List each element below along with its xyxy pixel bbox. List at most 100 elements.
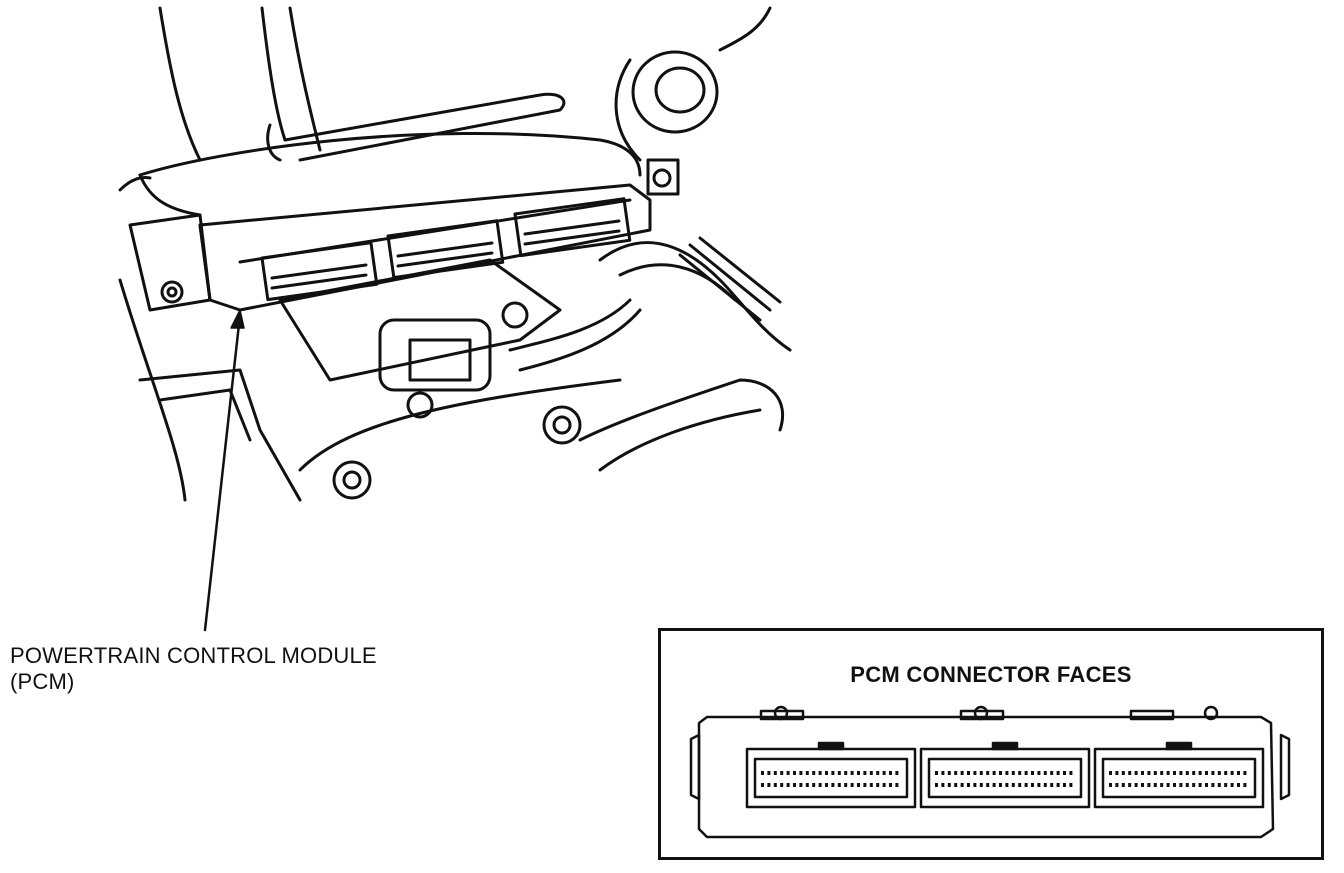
connector-pin xyxy=(825,783,828,787)
connector-pin xyxy=(1134,771,1138,775)
connector-pin xyxy=(780,771,784,775)
connector-pin xyxy=(805,771,809,775)
connector-pin xyxy=(1230,771,1234,775)
connector-pin xyxy=(992,783,996,787)
pcm-label-line1: POWERTRAIN CONTROL MODULE xyxy=(10,643,377,668)
connector-pin xyxy=(1224,783,1228,787)
connector-pin xyxy=(1230,783,1234,787)
connector-pin xyxy=(812,771,816,775)
connector-pin xyxy=(773,783,777,787)
connector-pin xyxy=(999,783,1002,787)
connector-pin xyxy=(869,783,873,787)
connector-pin xyxy=(1224,771,1228,775)
connector-pin xyxy=(831,771,835,775)
connector-faces-inset: PCM CONNECTOR FACES xyxy=(658,628,1324,860)
connector-pin xyxy=(1179,771,1183,775)
connector-pin xyxy=(1031,771,1034,775)
connector-pin xyxy=(825,771,828,775)
connector-pin xyxy=(786,771,790,775)
connector-pin xyxy=(761,783,764,787)
connector-pin xyxy=(1024,783,1028,787)
connector-pin xyxy=(1011,783,1015,787)
connector-latch-2 xyxy=(991,741,1019,751)
connector-pin xyxy=(805,783,809,787)
connector-pin xyxy=(1050,783,1054,787)
module-outline xyxy=(697,715,1275,839)
connector-pin xyxy=(967,771,970,775)
connector-pin xyxy=(844,771,848,775)
connector-pin xyxy=(1243,783,1247,787)
connector-pin xyxy=(986,771,990,775)
connector-pin xyxy=(960,783,964,787)
connector-pin xyxy=(1141,771,1144,775)
connector-pin xyxy=(954,783,958,787)
connector-pin xyxy=(1211,783,1215,787)
connector-pin xyxy=(889,783,892,787)
connector-pin xyxy=(786,783,790,787)
connector-pin xyxy=(1031,783,1034,787)
connector-pin xyxy=(954,771,958,775)
connector-pin xyxy=(986,783,990,787)
connector-pin xyxy=(1198,771,1202,775)
connector-pin xyxy=(1063,771,1066,775)
connector-pin xyxy=(1121,783,1125,787)
connector-pin xyxy=(1173,783,1176,787)
connector-pin xyxy=(869,771,873,775)
connector-pin xyxy=(947,771,951,775)
connector-pin xyxy=(876,771,880,775)
connector-pin xyxy=(1179,783,1183,787)
connector-pin xyxy=(979,783,983,787)
connector-pin xyxy=(967,783,970,787)
connector-pin xyxy=(773,771,777,775)
connector-face-inner-1 xyxy=(753,757,909,799)
connector-pin xyxy=(1011,771,1015,775)
connector-pin xyxy=(1069,771,1073,775)
connector-pin xyxy=(1018,771,1022,775)
connector-pin xyxy=(973,771,977,775)
connector-pin xyxy=(895,771,899,775)
connector-pin xyxy=(1134,783,1138,787)
connector-pin xyxy=(895,783,899,787)
connector-pin xyxy=(941,783,945,787)
connector-pin xyxy=(1043,771,1047,775)
connector-pin xyxy=(1063,783,1066,787)
connector-pin xyxy=(1217,783,1221,787)
connector-pin xyxy=(1115,783,1119,787)
connector-pin xyxy=(1069,783,1073,787)
connector-latch-1 xyxy=(817,741,845,751)
connector-pin xyxy=(1185,783,1189,787)
connector-pin xyxy=(1237,771,1240,775)
connector-pin xyxy=(999,771,1002,775)
connector-pin xyxy=(863,783,867,787)
connector-pin xyxy=(1109,783,1112,787)
connector-pin xyxy=(863,771,867,775)
connector-pin xyxy=(1147,771,1151,775)
connector-group xyxy=(745,741,1265,809)
connector-pin xyxy=(799,783,803,787)
connector-pin xyxy=(1192,783,1196,787)
connector-pin xyxy=(1043,783,1047,787)
connector-pin xyxy=(1173,771,1176,775)
connector-pin xyxy=(1056,771,1060,775)
connector-pin xyxy=(831,783,835,787)
connector-pin xyxy=(1037,771,1041,775)
connector-pin xyxy=(1237,783,1240,787)
connector-pin xyxy=(837,771,841,775)
pcm-connector-c xyxy=(513,197,632,258)
connector-face-1 xyxy=(745,747,917,809)
connector-face-3 xyxy=(1093,747,1265,809)
connector-pin xyxy=(1153,771,1157,775)
connector-pin xyxy=(818,783,822,787)
connector-pin xyxy=(844,783,848,787)
connector-pin xyxy=(889,771,892,775)
connector-pin xyxy=(1037,783,1041,787)
connector-pin xyxy=(882,771,886,775)
connector-pin xyxy=(1128,783,1132,787)
connector-pin xyxy=(1121,771,1125,775)
connector-pin xyxy=(1160,783,1164,787)
connector-pin xyxy=(1024,771,1028,775)
connector-pin xyxy=(812,783,816,787)
connector-pin xyxy=(1141,783,1144,787)
connector-pin xyxy=(761,771,764,775)
